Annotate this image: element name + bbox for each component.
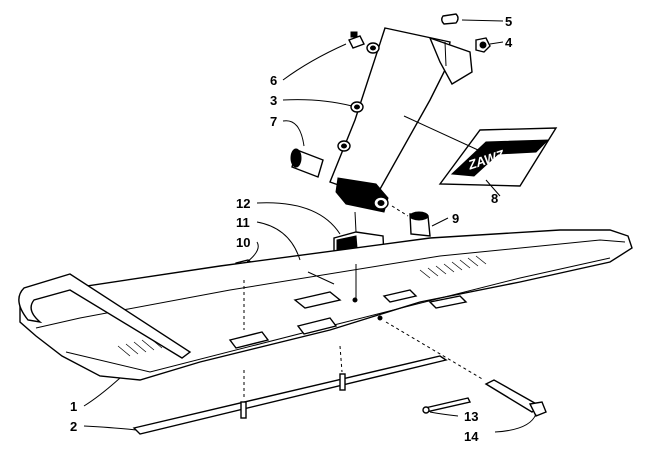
callout-4: 4 (505, 35, 513, 50)
callout-13: 13 (464, 409, 478, 424)
callouts: 1 2 3 4 5 6 7 8 9 10 11 12 13 14 (70, 14, 513, 444)
cap (441, 13, 459, 25)
bushing-left (290, 148, 324, 178)
callout-14: 14 (464, 429, 479, 444)
callout-3: 3 (270, 93, 277, 108)
callout-1: 1 (70, 399, 77, 414)
decal: ZAWZ (438, 127, 558, 187)
bolt (484, 379, 547, 417)
lock-nut-small (475, 37, 491, 53)
callout-7: 7 (270, 114, 277, 129)
callout-11: 11 (236, 215, 250, 230)
callout-5: 5 (505, 14, 512, 29)
wear-bar (132, 355, 448, 435)
callout-9: 9 (452, 211, 459, 226)
callout-8: 8 (491, 191, 498, 206)
callout-6: 6 (270, 73, 277, 88)
callout-10: 10 (236, 235, 250, 250)
ski-spindle (329, 27, 473, 199)
bushing-right (409, 211, 431, 237)
callout-2: 2 (70, 419, 77, 434)
callout-12: 12 (236, 196, 250, 211)
cotter-pin (422, 397, 472, 414)
grease-fitting (348, 31, 365, 49)
leader-lines (83, 19, 537, 433)
spindle-knuckle (335, 177, 389, 213)
ski-handle (18, 273, 192, 359)
